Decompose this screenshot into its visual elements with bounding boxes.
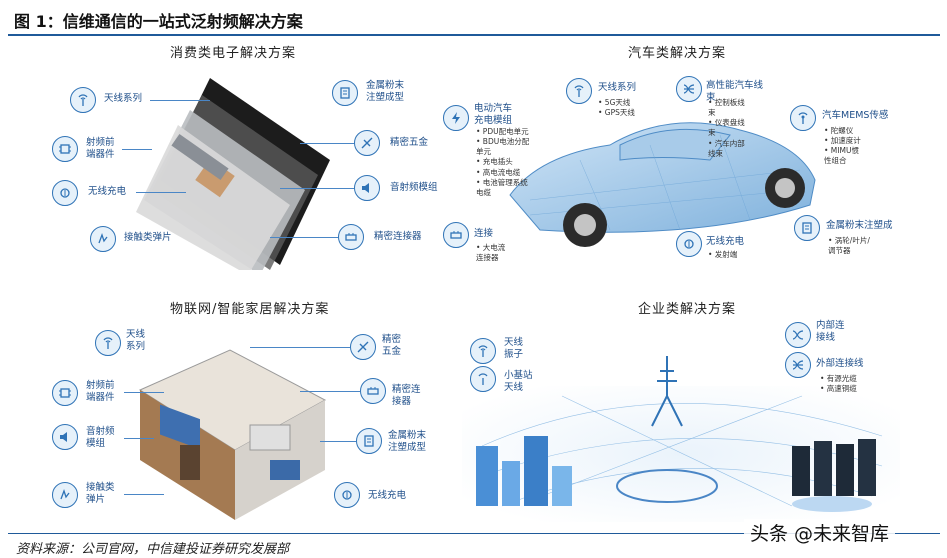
consumer-label-metal-powder: 金属粉末 注塑成型: [366, 80, 405, 103]
ev-charge-icon: [443, 105, 469, 131]
auto-mems-items: • 陀螺仪 • 加速度计 • MIMU惯 性组合: [824, 126, 861, 166]
wireless-charge-icon: [334, 482, 360, 508]
consumer-label-audio-rf: 音射频模组: [390, 182, 438, 193]
connector-icon: [360, 378, 386, 404]
auto-label-connector: 连接: [474, 228, 494, 239]
iot-label-metal-powder: 金属粉末 注塑成型: [388, 430, 427, 453]
wireless-charge-icon: [676, 231, 702, 257]
leader-line: [300, 391, 360, 392]
antenna-icon: [470, 338, 496, 364]
consumer-label-precision-hw: 精密五金: [390, 137, 429, 148]
connector-icon: [443, 222, 469, 248]
top-rule: [8, 34, 940, 36]
consumer-label-spring: 接触类弹片: [124, 232, 172, 243]
enterprise-label-small-bs: 小基站 天线: [504, 370, 533, 393]
connector-icon: [338, 224, 364, 250]
antenna-icon: [70, 87, 96, 113]
leader-line: [124, 494, 164, 495]
small-base-station-icon: [470, 366, 496, 392]
auto-wireless-items: • 发射端: [708, 250, 738, 259]
smart-home-cutaway-image: [138, 349, 327, 520]
enterprise-external-items: • 有源光缆 • 高速铜缆: [820, 374, 857, 394]
enterprise-label-external: 外部连接线: [816, 358, 864, 369]
auto-ev-charge-items: • PDU配电单元 • BDU电池分配 单元 • 充电插头 • 高电流电缆 • …: [476, 127, 530, 197]
auto-label-metal: 金属粉末注塑成: [826, 220, 893, 231]
phone-exploded-image: [136, 78, 330, 270]
iot-label-precision-hw: 精密 五金: [382, 334, 402, 357]
enterprise-label-internal: 内部连 接线: [816, 320, 845, 343]
iot-label-wireless: 无线充电: [368, 490, 407, 501]
auto-label-ev-charge: 电动汽车 充电模组: [474, 103, 513, 126]
spring-contact-icon: [90, 226, 116, 252]
iot-section-title: 物联网/智能家居解决方案: [170, 302, 330, 317]
leader-line: [124, 438, 154, 439]
leader-line: [250, 347, 350, 348]
auto-label-mems: 汽车MEMS传感: [822, 110, 889, 121]
leader-line: [122, 149, 152, 150]
precision-hardware-icon: [354, 130, 380, 156]
auto-label-antenna: 天线系列: [598, 82, 637, 93]
leader-line: [320, 441, 356, 442]
consumer-label-rf-front: 射频前 端器件: [86, 137, 115, 160]
leader-line: [300, 143, 354, 144]
leader-line: [124, 392, 164, 393]
mems-sensor-icon: [790, 105, 816, 131]
iot-label-antenna: 天线 系列: [126, 329, 146, 352]
precision-hardware-icon: [350, 334, 376, 360]
consumer-label-precision-conn: 精密连接器: [374, 231, 422, 242]
auto-label-wireless: 无线充电: [706, 236, 745, 247]
watermark: 头条 @未来智库: [744, 519, 896, 546]
bottom-rule: [8, 533, 940, 534]
leader-line: [150, 100, 210, 101]
internal-cable-icon: [785, 322, 811, 348]
leader-line: [270, 237, 338, 238]
iot-label-audio-rf: 音射频 模组: [86, 426, 115, 449]
wireless-charge-icon: [52, 180, 78, 206]
consumer-label-wireless: 无线充电: [88, 186, 127, 197]
figure-title: 图 1：信维通信的一站式泛射频解决方案: [14, 12, 303, 31]
speaker-icon: [52, 424, 78, 450]
leader-line: [136, 192, 186, 193]
auto-metal-items: • 涡轮/叶片/ 调节器: [828, 236, 870, 256]
enterprise-section-title: 企业类解决方案: [638, 302, 737, 317]
iot-label-rf-front: 射频前 端器件: [86, 380, 115, 403]
metal-powder-icon: [332, 80, 358, 106]
auto-harness-items: • 控制板线 束 • 仪表盘线 束 • 汽车内部 线束: [708, 98, 745, 158]
iot-label-precision-conn: 精密连 接器: [392, 384, 421, 407]
auto-section-title: 汽车类解决方案: [628, 46, 727, 61]
source-note: 资料来源：公司官网，中信建投证券研究发展部: [16, 542, 290, 557]
auto-label-hv-harness: 高性能汽车线 束: [706, 80, 764, 103]
metal-powder-icon: [794, 215, 820, 241]
consumer-section-title: 消费类电子解决方案: [170, 46, 297, 61]
enterprise-label-antenna: 天线 振子: [504, 337, 524, 360]
spring-contact-icon: [52, 482, 78, 508]
car-wireframe-image: [509, 122, 816, 247]
enterprise-network-image: [462, 356, 900, 522]
antenna-icon: [95, 330, 121, 356]
external-cable-icon: [785, 352, 811, 378]
iot-label-spring: 接触类 弹片: [86, 482, 115, 505]
metal-powder-icon: [356, 428, 382, 454]
antenna-icon: [566, 78, 592, 104]
speaker-icon: [354, 175, 380, 201]
wire-harness-icon: [676, 76, 702, 102]
auto-connector-items: • 大电流 连接器: [476, 243, 506, 263]
leader-line: [280, 188, 354, 189]
rf-chip-icon: [52, 380, 78, 406]
rf-chip-icon: [52, 136, 78, 162]
consumer-label-antenna: 天线系列: [104, 93, 143, 104]
auto-antenna-items: • 5G天线 • GPS天线: [598, 98, 635, 118]
